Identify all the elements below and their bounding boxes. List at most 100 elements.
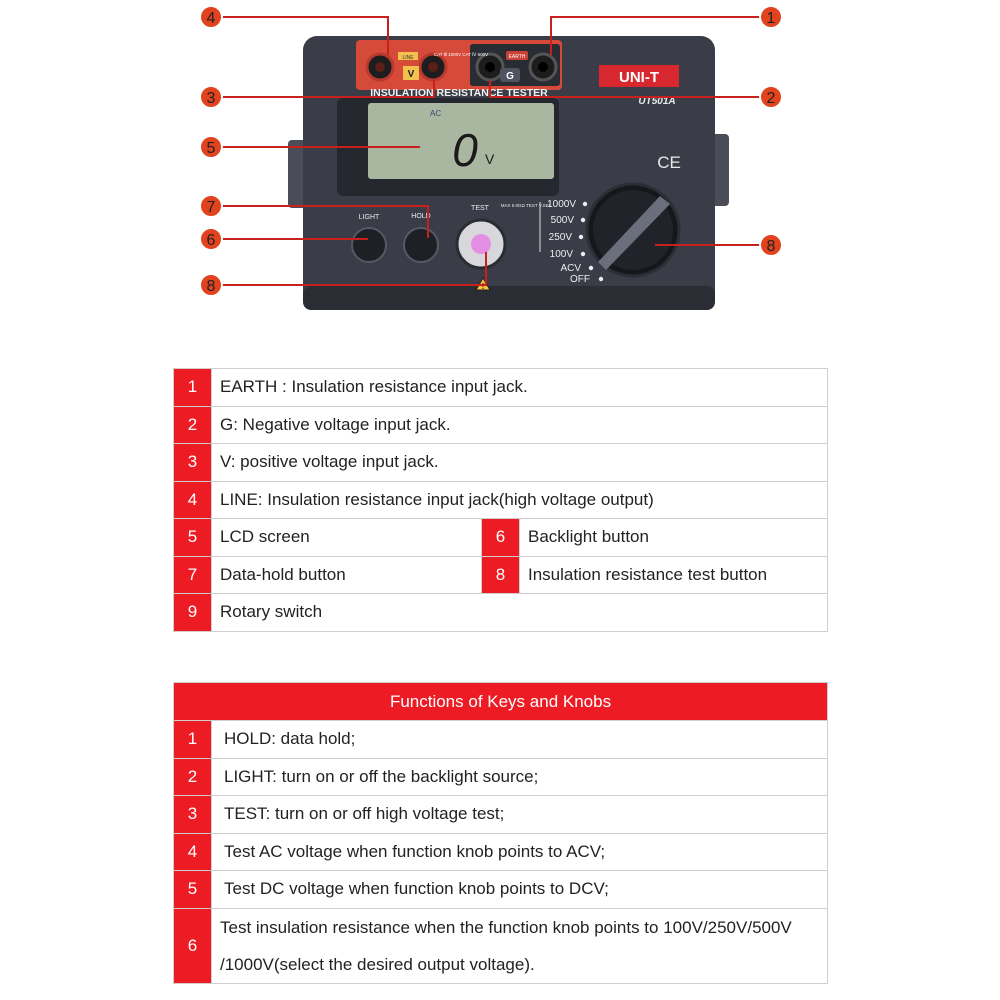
functions-table: Functions of Keys and Knobs 1 HOLD: data… <box>172 682 829 984</box>
row-text: Backlight button <box>518 518 829 557</box>
table-row: 7 Data-hold button 8 Insulation resistan… <box>173 555 829 594</box>
model-name: UT501A <box>638 96 675 107</box>
device-base <box>303 286 715 310</box>
brand-name: UNI-T <box>619 69 659 86</box>
row-number: 3 <box>173 795 212 834</box>
svg-text:8: 8 <box>207 278 216 295</box>
lcd-mode: AC <box>430 109 441 118</box>
table-row: 3 V: positive voltage input jack. <box>173 443 829 482</box>
row-number: 5 <box>173 518 212 557</box>
parts-table: 1 EARTH : Insulation resistance input ja… <box>173 368 829 632</box>
table-row: 2 G: Negative voltage input jack. <box>173 405 829 444</box>
row-number: 2 <box>173 757 212 796</box>
table-row: 5 LCD screen 6 Backlight button <box>173 518 829 557</box>
table-row: 1 EARTH : Insulation resistance input ja… <box>173 368 829 407</box>
callout-6: 6 <box>199 227 368 251</box>
earth-label-bg <box>506 51 528 60</box>
dial-pos-off: OFF <box>570 274 590 285</box>
row-text: Test insulation resistance when the func… <box>210 907 829 984</box>
svg-text:8: 8 <box>767 238 776 255</box>
hold-button-label: HOLD <box>411 213 430 220</box>
dial-pos-250v: 250V <box>549 232 573 243</box>
row-text: TEST: turn on or off high voltage test; <box>210 795 829 834</box>
table-row: 3 TEST: turn on or off high voltage test… <box>173 795 829 834</box>
test-note: MAX 5.0GΩ TEST V.SEL <box>501 203 552 208</box>
row-number: 7 <box>173 555 212 594</box>
row-text: HOLD: data hold; <box>210 720 829 759</box>
row-text: LCD screen <box>211 518 482 557</box>
lcd-unit: V <box>485 151 495 167</box>
callout-2: 2 <box>489 80 783 109</box>
svg-text:6: 6 <box>207 232 216 249</box>
hold-button[interactable] <box>403 227 439 263</box>
g-label: G <box>506 71 514 82</box>
svg-text:7: 7 <box>207 199 216 216</box>
table-row: 5 Test DC voltage when function knob poi… <box>173 870 829 909</box>
callout-7: 7 <box>199 194 429 238</box>
rotary-switch[interactable] <box>585 182 681 278</box>
table-header-row: Functions of Keys and Knobs <box>172 682 829 721</box>
callout-8-test: 8 <box>199 252 487 297</box>
callout-1: 1 <box>550 5 783 55</box>
lcd-screen <box>368 103 554 179</box>
callout-4: 4 <box>199 5 389 55</box>
row-text: Rotary switch <box>210 593 829 632</box>
row-text: EARTH : Insulation resistance input jack… <box>210 368 829 407</box>
table-row: 4 Test AC voltage when function knob poi… <box>173 832 829 871</box>
row-text: Insulation resistance test button <box>518 555 829 594</box>
table-row: 6 Test insulation resistance when the fu… <box>173 907 829 984</box>
row-number: 8 <box>481 555 520 594</box>
row-number: 1 <box>173 368 212 407</box>
earth-jack[interactable] <box>528 52 558 82</box>
dial-pos-100v: 100V <box>550 249 574 260</box>
test-button-light <box>471 234 491 254</box>
row-number: 5 <box>173 870 212 909</box>
row-number: 6 <box>173 907 212 984</box>
v-label-bg <box>403 66 419 80</box>
row-text: Test AC voltage when function knob point… <box>210 832 829 871</box>
test-button-label: TEST <box>471 205 490 212</box>
callout-3: 3 <box>199 80 435 109</box>
row-text: G: Negative voltage input jack. <box>210 405 829 444</box>
ce-mark: CE <box>657 153 681 172</box>
line-jack[interactable] <box>365 52 395 82</box>
row-text: Test DC voltage when function knob point… <box>210 870 829 909</box>
cat-label: CAT Ⅲ 1000V CAT Ⅳ 600V <box>434 52 488 57</box>
earth-label: EARTH <box>509 54 526 60</box>
g-label-bg <box>500 68 520 82</box>
dial-scale: 1000V 500V 250V 100V ACV OFF <box>539 199 604 285</box>
v-label: V <box>408 69 415 80</box>
row-text: Data-hold button <box>211 555 482 594</box>
dial-pos-1000v: 1000V <box>547 199 576 210</box>
table-row: 2 LIGHT: turn on or off the backlight so… <box>173 757 829 796</box>
v-jack[interactable] <box>418 52 448 82</box>
lcd-reading: 0 <box>452 124 478 176</box>
line-label-bg <box>398 52 418 60</box>
svg-text:4: 4 <box>207 10 216 27</box>
table-row: 1 HOLD: data hold; <box>173 720 829 759</box>
device-illustration: LINE V CAT Ⅲ 1000V CAT Ⅳ 600V EARTH G IN… <box>0 0 1000 330</box>
tester-drawing: LINE V CAT Ⅲ 1000V CAT Ⅳ 600V EARTH G IN… <box>199 5 783 310</box>
callout-8-knob: 8 <box>655 233 783 257</box>
row-text: LIGHT: turn on or off the backlight sour… <box>210 757 829 796</box>
light-button-label: LIGHT <box>359 214 380 221</box>
row-text: LINE: Insulation resistance input jack(h… <box>210 480 829 519</box>
g-jack[interactable] <box>475 52 505 82</box>
dial-pos-500v: 500V <box>551 215 575 226</box>
svg-text:3: 3 <box>207 90 216 107</box>
dial-pos-acv: ACV <box>560 263 581 274</box>
light-button[interactable] <box>351 227 387 263</box>
functions-table-title: Functions of Keys and Knobs <box>172 682 829 721</box>
svg-text:1: 1 <box>767 10 776 27</box>
row-number: 9 <box>173 593 212 632</box>
svg-text:5: 5 <box>207 140 216 157</box>
line-label: LINE <box>402 55 414 61</box>
brand-badge <box>599 65 679 87</box>
row-number: 6 <box>481 518 520 557</box>
row-text: V: positive voltage input jack. <box>210 443 829 482</box>
svg-text:2: 2 <box>767 90 776 107</box>
row-number: 2 <box>173 405 212 444</box>
table-row: 9 Rotary switch <box>173 593 829 632</box>
table-row: 4 LINE: Insulation resistance input jack… <box>173 480 829 519</box>
row-number: 1 <box>173 720 212 759</box>
